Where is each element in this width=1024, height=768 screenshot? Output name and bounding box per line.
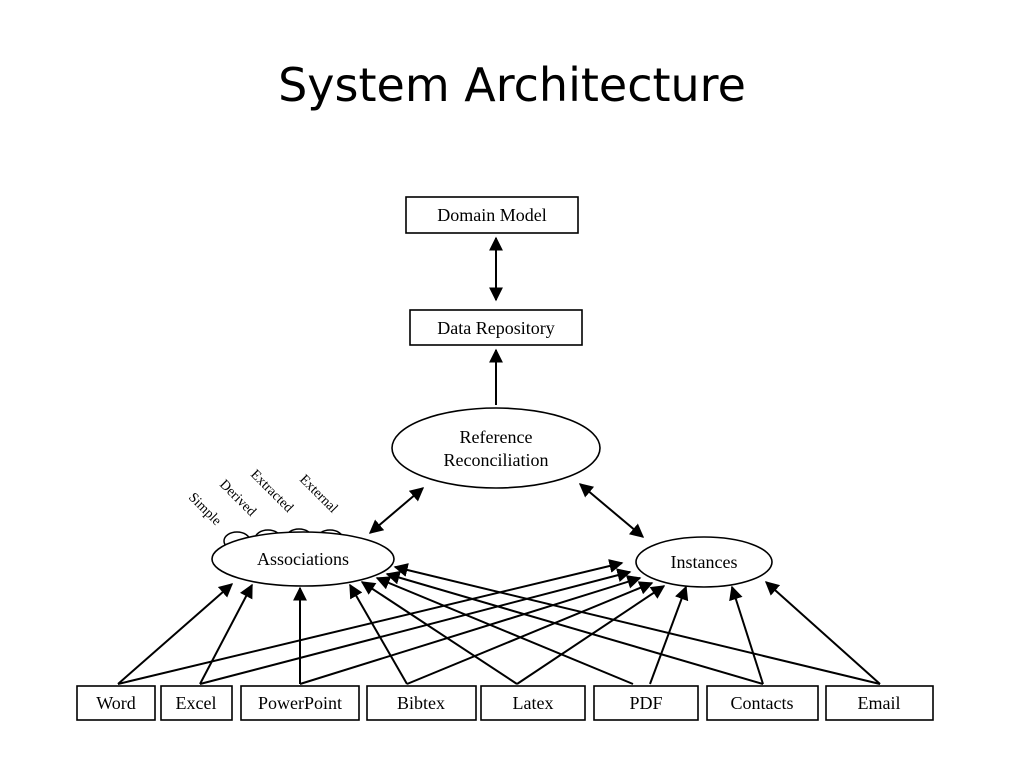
association-type-derived: Derived (216, 477, 258, 519)
source-label-email: Email (858, 693, 901, 713)
edge-contacts-associations (385, 570, 764, 685)
edge-word-associations (117, 583, 234, 685)
edge-powerpoint-instances (299, 575, 642, 685)
reference-reconciliation-label-line1: Reference (460, 427, 533, 447)
edge-excel-associations (199, 583, 253, 685)
slide-title: System Architecture (278, 58, 746, 112)
source-box-pdf: PDF (593, 685, 699, 721)
edge-bibtex-associations (349, 583, 408, 685)
edge-latex-associations (360, 581, 518, 685)
edge-reconciliation-associations (368, 487, 425, 534)
source-label-word: Word (96, 693, 136, 713)
source-box-contacts: Contacts (706, 685, 819, 721)
instances-label: Instances (671, 552, 738, 572)
association-type-external: External (296, 472, 340, 516)
edge-contacts-instances (729, 585, 764, 685)
source-box-bibtex: Bibtex (366, 685, 477, 721)
reference-reconciliation-label-line2: Reconciliation (444, 450, 549, 470)
source-label-latex: Latex (513, 693, 554, 713)
edge-email-instances (764, 581, 881, 685)
association-type-labels: Simple Derived Extracted External (185, 467, 340, 529)
associations-label: Associations (257, 549, 349, 569)
edge-word-instances (117, 559, 624, 685)
domain-model-box: Domain Model (405, 196, 579, 234)
edge-excel-instances (199, 568, 632, 685)
associations-node: Associations (211, 531, 395, 587)
source-box-email: Email (825, 685, 934, 721)
source-label-powerpoint: PowerPoint (258, 693, 342, 713)
source-boxes: Word Excel PowerPoint Bibtex Latex PDF (76, 685, 934, 721)
instances-node: Instances (635, 536, 773, 588)
association-type-simple: Simple (185, 490, 224, 529)
source-box-latex: Latex (480, 685, 586, 721)
edge-email-associations (393, 563, 881, 685)
reference-reconciliation-node: Reference Reconciliation (391, 407, 601, 489)
source-label-pdf: PDF (629, 693, 662, 713)
edge-pdf-instances (649, 585, 689, 685)
source-box-word: Word (76, 685, 156, 721)
edge-reconciliation-instances (578, 483, 645, 538)
domain-model-label: Domain Model (437, 205, 547, 225)
edge-bibtex-instances (406, 581, 654, 685)
source-label-excel: Excel (176, 693, 217, 713)
edge-latex-instances (516, 585, 666, 685)
edge-pdf-associations (375, 576, 634, 685)
edges (117, 236, 881, 685)
source-label-contacts: Contacts (731, 693, 794, 713)
data-repository-label: Data Repository (437, 318, 554, 338)
source-box-powerpoint: PowerPoint (240, 685, 360, 721)
source-label-bibtex: Bibtex (397, 693, 445, 713)
data-repository-box: Data Repository (409, 309, 583, 346)
source-box-excel: Excel (160, 685, 233, 721)
